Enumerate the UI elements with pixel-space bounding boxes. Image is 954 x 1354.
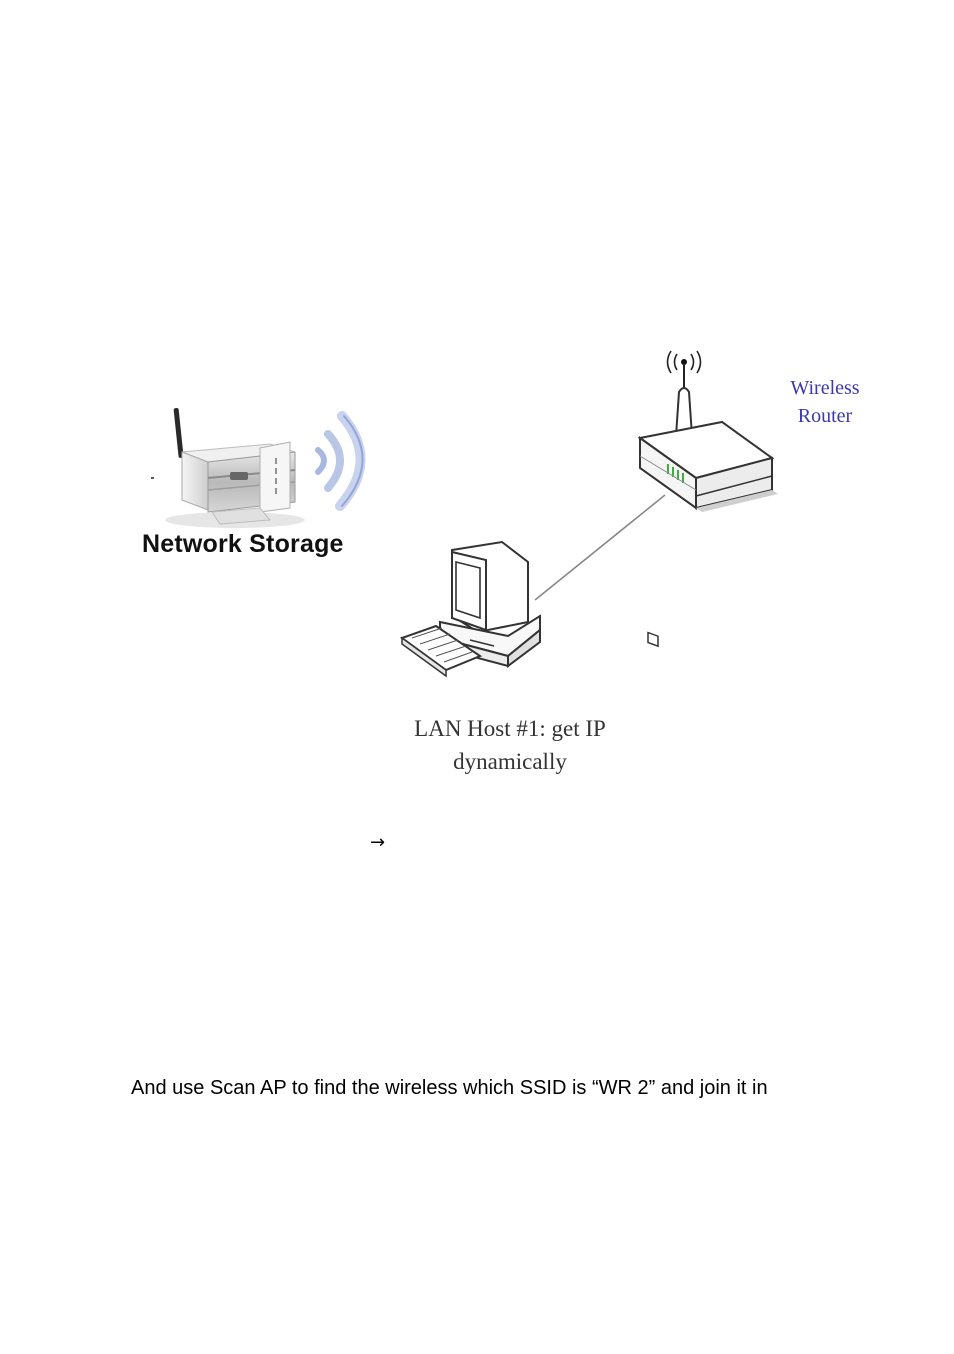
wireless-router-label: Wireless Router xyxy=(770,374,880,430)
network-storage-label: Network Storage xyxy=(142,530,344,558)
router-label-line-1: Wireless xyxy=(790,377,860,399)
network-cable-line xyxy=(534,494,666,601)
instruction-paragraph: And use Scan AP to find the wireless whi… xyxy=(131,1077,768,1099)
keyboard-icon xyxy=(399,624,483,678)
wireless-router-icon xyxy=(637,350,778,648)
desktop-computer-icon xyxy=(439,540,541,668)
host-label-line-2: dynamically xyxy=(453,749,567,774)
wireless-waves-icon xyxy=(315,411,366,511)
network-diagram: Network Storage Wireless Router LAN Host… xyxy=(130,340,880,800)
host-label-line-1: LAN Host #1: get IP xyxy=(414,716,606,741)
diagram-graphics xyxy=(151,350,778,678)
network-storage-device-icon xyxy=(151,408,305,528)
right-arrow-icon: → xyxy=(370,832,386,853)
router-label-line-2: Router xyxy=(797,405,853,427)
lan-host-label: LAN Host #1: get IP dynamically xyxy=(380,712,640,778)
antenna-signal-icon xyxy=(666,350,702,374)
